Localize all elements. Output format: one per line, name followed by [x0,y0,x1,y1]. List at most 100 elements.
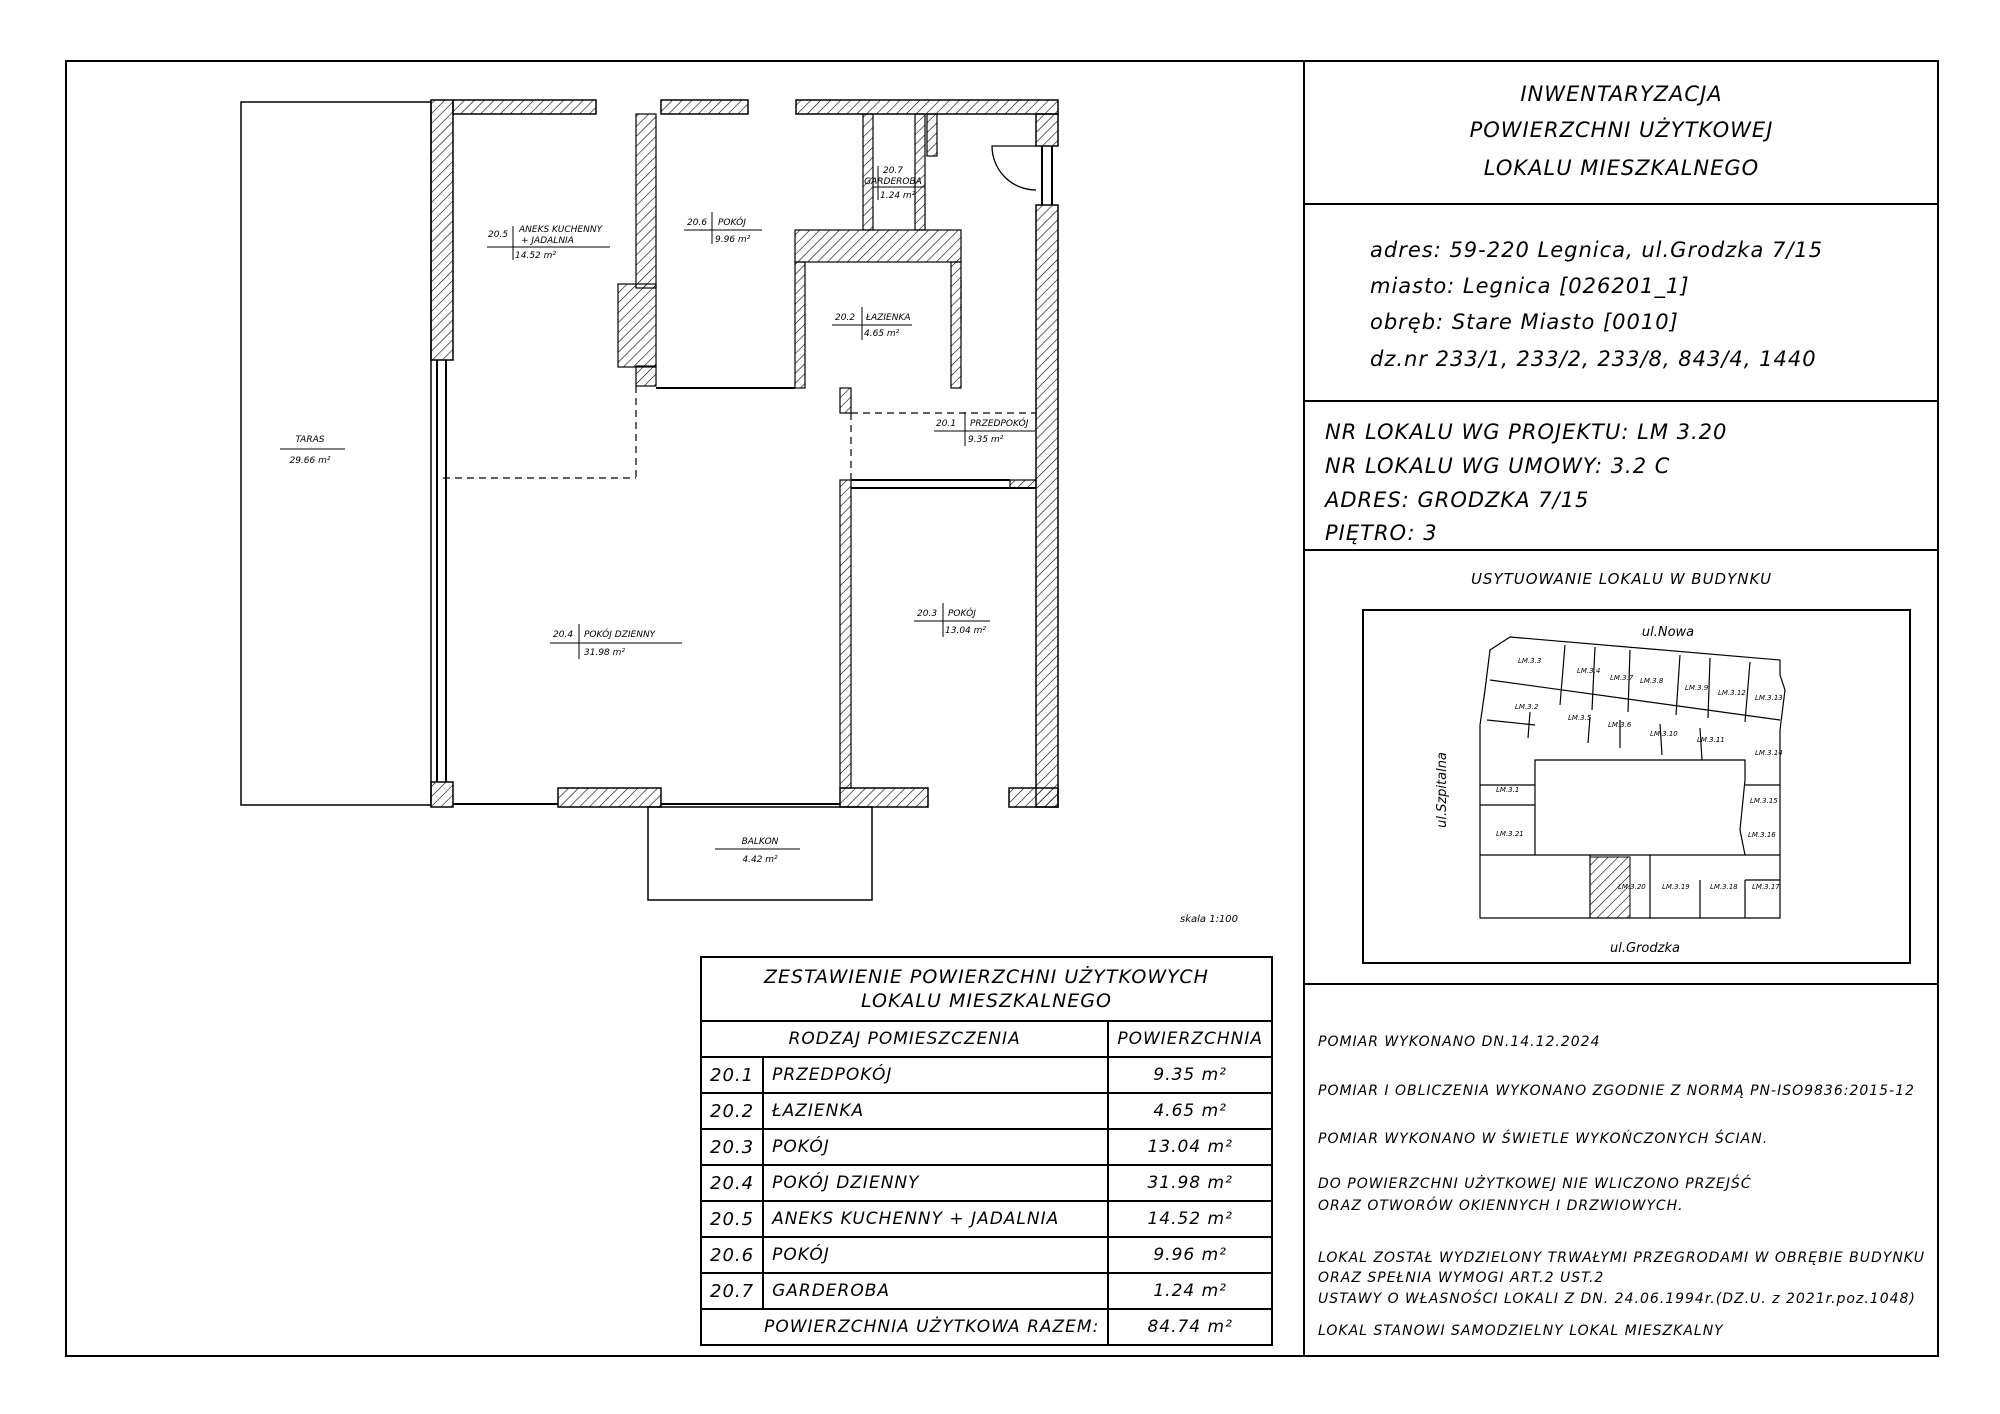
street-szpitalna: ul.Szpitalna [1435,752,1450,828]
title-line-1: INWENTARYZACJA [1520,82,1723,106]
unit-address: ADRES: GRODZKA 7/15 [1325,488,1590,512]
svg-text:LM.3.2: LM.3.2 [1515,703,1539,711]
title-line-3: LOKALU MIESZKALNEGO [1483,156,1760,180]
door-swing [991,145,1037,191]
separator-1 [1304,203,1939,205]
location-map-unit-labels: LM.3.3 LM.3.4 LM.3.7 LM.3.8 LM.3.9 LM.3.… [1496,657,1783,891]
street-grodzka: ul.Grodzka [1610,941,1680,956]
location-map-highlight-unit [1589,856,1631,919]
room-20-7-area: 1.24 m² [880,191,916,201]
note-legal-1: LOKAL ZOSTAŁ WYDZIELONY TRWAŁYMI PRZEGRO… [1318,1250,1925,1266]
room-20-4-name: POKÓJ DZIENNY [584,628,657,640]
svg-text:LM.3.11: LM.3.11 [1697,736,1725,744]
plan-outlines [436,146,1053,805]
svg-text:LM.3.5: LM.3.5 [1568,714,1592,722]
svg-text:LM.3.1: LM.3.1 [1496,786,1519,794]
room-20-5-area: 14.52 m² [515,251,556,261]
title-column-separator [1303,60,1305,1357]
svg-text:LM.3.17: LM.3.17 [1752,883,1780,891]
terrace-outline [240,101,432,806]
svg-text:LM.3.10: LM.3.10 [1650,730,1678,738]
svg-text:LM.3.8: LM.3.8 [1640,677,1664,685]
location-map-street-labels: ul.Nowa ul.Grodzka ul.Szpitalna [1435,625,1694,956]
note-standard: POMIAR I OBLICZENIA WYKONANO ZGODNIE Z N… [1318,1083,1915,1099]
parcel-line: dz.nr 233/1, 233/2, 233/8, 843/4, 1440 [1370,347,1817,371]
separator-4 [1304,983,1939,985]
note-independent-unit: LOKAL STANOWI SAMODZIELNY LOKAL MIESZKAL… [1318,1323,1724,1339]
svg-text:LM.3.21: LM.3.21 [1496,830,1524,838]
room-20-2-name: ŁAZIENKA [865,313,911,323]
balcony-outline [647,806,873,901]
table-row: 20.3 POKÓJ 13.04 m² [699,1128,1273,1166]
note-walls: POMIAR WYKONANO W ŚWIETLE WYKOŃCZONYCH Ś… [1318,1131,1769,1147]
precinct-line: obręb: Stare Miasto [0010] [1370,310,1679,334]
svg-text:LM.3.19: LM.3.19 [1662,883,1690,891]
note-legal-3: USTAWY O WŁASNOŚCI LOKALI Z DN. 24.06.19… [1318,1291,1916,1307]
note-exclusions-2: ORAZ OTWORÓW OKIENNYCH I DRZWIOWYCH. [1318,1198,1684,1214]
summary-title: ZESTAWIENIE POWIERZCHNI UŻYTKOWYCH LOKAL… [700,956,1273,1022]
room-20-3-number: 20.3 [917,609,937,619]
street-nowa: ul.Nowa [1642,625,1694,640]
scale-label: skala 1:100 [1180,914,1238,925]
table-row: 20.4 POKÓJ DZIENNY 31.98 m² [699,1164,1273,1202]
svg-text:LM.3.13: LM.3.13 [1755,694,1783,702]
svg-text:LM.3.9: LM.3.9 [1685,684,1709,692]
room-20-2-area: 4.65 m² [864,329,900,339]
svg-text:LM.3.14: LM.3.14 [1755,749,1783,757]
unit-project-number: NR LOKALU WG PROJEKTU: LM 3.20 [1325,420,1728,444]
interior-walls [617,113,1037,789]
table-row: 20.2 ŁAZIENKA 4.65 m² [699,1092,1273,1130]
svg-text:LM.3.15: LM.3.15 [1750,797,1778,805]
room-20-1-area: 9.35 m² [968,435,1004,445]
room-20-1-number: 20.1 [936,419,956,429]
opening-lines [443,280,1036,480]
room-20-7-name: GARDEROBA [864,177,922,187]
room-20-3-area: 13.04 m² [945,626,986,636]
summary-header-room-type: RODZAJ POMIESZCZENIA [699,1020,1110,1058]
terrace-label: TARAS [296,435,325,445]
address-line: adres: 59-220 Legnica, ul.Grodzka 7/15 [1370,238,1824,262]
location-map-frame [1362,609,1911,964]
room-20-5-name: ANEKS KUCHENNY [518,225,604,235]
svg-text:LM.3.4: LM.3.4 [1577,667,1600,675]
room-20-1-name: PRZEDPOKÓJ [970,417,1029,429]
room-20-5-name2: + JADALNIA [521,236,574,246]
table-row: 20.7 GARDEROBA 1.24 m² [699,1272,1273,1310]
title-line-2: POWIERZCHNI UŻYTKOWEJ [1469,118,1774,142]
note-legal-2: ORAZ SPEŁNIA WYMOGI ART.2 UST.2 [1318,1270,1605,1286]
exterior-walls [430,99,1059,808]
svg-text:LM.3.7: LM.3.7 [1610,674,1634,682]
summary-total-value: 84.74 m² [1107,1308,1273,1346]
svg-text:LM.3.18: LM.3.18 [1710,883,1738,891]
separator-2 [1304,400,1939,402]
balcony-area: 4.42 m² [742,855,778,865]
room-20-7-number: 20.7 [883,166,903,176]
unit-floor: PIĘTRO: 3 [1325,521,1438,545]
summary-total-label: POWIERZCHNIA UŻYTKOWA RAZEM: [699,1308,1110,1346]
svg-text:LM.3.6: LM.3.6 [1608,721,1632,729]
summary-title-line-1: ZESTAWIENIE POWIERZCHNI UŻYTKOWYCH [764,966,1209,988]
terrace-area: 29.66 m² [289,456,330,466]
svg-text:LM.3.3: LM.3.3 [1518,657,1541,665]
room-20-4-area: 31.98 m² [584,648,625,658]
summary-header-area: POWIERZCHNIA [1107,1020,1273,1058]
table-row: 20.6 POKÓJ 9.96 m² [699,1236,1273,1274]
table-row: 20.5 ANEKS KUCHENNY + JADALNIA 14.52 m² [699,1200,1273,1238]
separator-3 [1304,549,1939,551]
room-20-5-number: 20.5 [488,230,508,240]
svg-text:LM.3.20: LM.3.20 [1618,883,1646,891]
room-20-2-number: 20.2 [835,313,855,323]
location-map-building [1479,636,1786,919]
summary-title-line-2: LOKALU MIESZKALNEGO [861,990,1112,1012]
room-20-6-number: 20.6 [687,218,707,228]
room-20-6-area: 9.96 m² [715,235,751,245]
drawing-frame [65,60,1939,1357]
room-20-3-name: POKÓJ [948,607,976,619]
unit-contract-number: NR LOKALU WG UMOWY: 3.2 C [1325,454,1671,478]
city-line: miasto: Legnica [026201_1] [1370,274,1690,298]
room-labels: TARAS 29.66 m² BALKON 4.42 m² 20.5 ANEKS… [280,166,1238,925]
balcony-label: BALKON [742,837,779,847]
table-row: 20.1 PRZEDPOKÓJ 9.35 m² [699,1056,1273,1094]
location-map-title: USYTUOWANIE LOKALU W BUDYNKU [1470,570,1773,588]
